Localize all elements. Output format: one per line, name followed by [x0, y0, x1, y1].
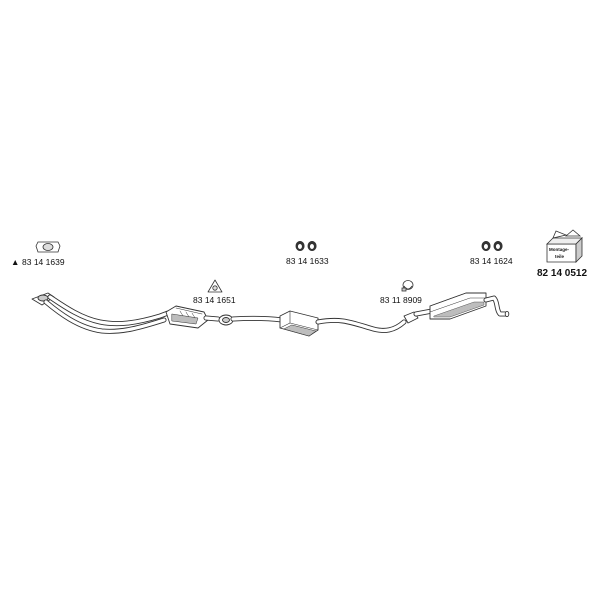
mounting-kit-box-text-1: Montage- — [549, 247, 569, 252]
mounting-kit-box-icon — [546, 229, 583, 263]
part-number-83-14-1624: 83 14 1624 — [470, 256, 513, 266]
mounting-kit-box-text-2: teile — [555, 254, 565, 259]
part-number-83-14-1633: 83 14 1633 — [286, 256, 329, 266]
part-number-83-14-1639: 83 14 1639 — [22, 257, 65, 267]
mid-flange — [218, 314, 234, 326]
center-muffler — [279, 310, 319, 337]
catalytic-converter — [165, 305, 209, 329]
triangle-gasket-icon — [207, 279, 223, 293]
part-number-83-11-8909: 83 11 8909 — [380, 295, 422, 305]
rear-hangers-icon — [481, 241, 503, 251]
warning-triangle-marker: ▲ — [11, 257, 19, 267]
part-number-83-14-1651: 83 14 1651 — [193, 295, 236, 305]
center-hangers-icon — [295, 241, 317, 251]
exhaust-system — [31, 292, 510, 337]
front-gasket-icon — [35, 241, 61, 253]
clamp-icon — [401, 280, 414, 292]
tail-pipe-outlet — [504, 310, 510, 318]
rear-muffler — [429, 292, 487, 320]
part-number-82-14-0512: 82 14 0512 — [537, 268, 587, 279]
